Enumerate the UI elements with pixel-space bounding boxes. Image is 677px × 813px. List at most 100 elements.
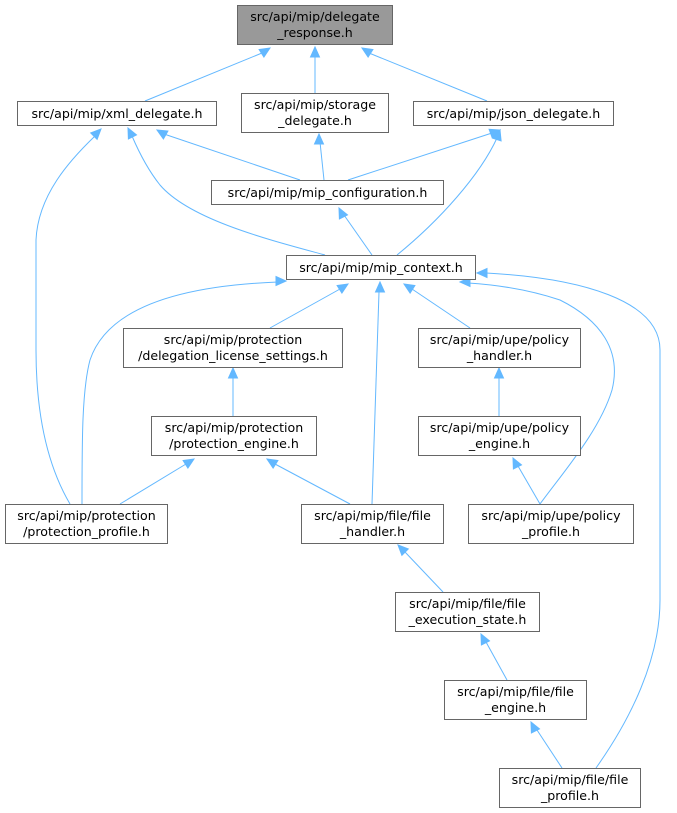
node-line: _profile.h <box>521 524 581 539</box>
node-line: src/api/mip/upe/policy <box>481 508 621 523</box>
edge-line <box>274 463 351 505</box>
edge-mip-context-to-xml-delegate <box>127 126 326 256</box>
node-line: /delegation_license_settings.h <box>138 348 328 363</box>
edge-arrowhead <box>309 45 321 58</box>
edge-upe-policy-handler-to-mip-context <box>402 283 471 329</box>
edge-arrowhead <box>258 47 272 59</box>
edge-storage-delegate-to-delegate-response <box>309 45 321 93</box>
node-line: _engine.h <box>468 436 531 451</box>
edge-arrowhead <box>338 206 349 220</box>
edge-json-delegate-to-delegate-response <box>360 47 488 102</box>
node-line: _delegate.h <box>278 113 352 128</box>
node-line: src/api/mip/file/file <box>409 596 526 611</box>
node-line: src/api/mip/json_delegate.h <box>426 105 601 121</box>
node-upe-policy-profile[interactable]: src/api/mip/upe/policy _profile.h <box>468 504 634 544</box>
node-line: src/api/mip/storage <box>254 97 376 112</box>
node-line: src/api/mip/upe/policy <box>429 332 570 347</box>
edge-file-profile-to-file-engine <box>530 720 563 769</box>
edge-line <box>368 52 488 102</box>
edge-arrowhead <box>530 720 541 734</box>
edge-line <box>396 137 498 256</box>
edge-file-handler-to-protection-engine <box>265 458 351 505</box>
edge-line <box>411 288 471 329</box>
edge-arrowhead <box>374 280 386 293</box>
edge-line <box>485 272 661 769</box>
node-line: src/api/mip/delegate <box>250 9 380 24</box>
edge-line <box>404 551 444 593</box>
edge-arrowhead <box>397 544 410 557</box>
edge-file-profile-to-mip-context <box>475 267 661 769</box>
edge-arrowhead <box>475 267 488 279</box>
edge-arrowhead <box>402 283 416 295</box>
edge-line <box>485 641 508 681</box>
node-line: _engine.h <box>484 700 547 715</box>
edge-arrowhead <box>227 366 239 379</box>
edge-arrowhead <box>336 283 350 295</box>
edge-line <box>319 141 325 181</box>
edge-arrowhead <box>493 366 505 379</box>
edge-arrowhead <box>127 126 138 140</box>
edge-arrowhead <box>512 456 523 470</box>
node-protection-engine[interactable]: src/api/mip/protection /protection_engin… <box>151 416 317 456</box>
node-line: src/api/mip/file/file <box>457 684 574 699</box>
node-line: src/api/mip/file/file <box>314 508 431 523</box>
node-line: src/api/mip/file/file <box>511 772 629 787</box>
node-delegation-license-settings[interactable]: src/api/mip/protection /delegation_licen… <box>123 328 343 368</box>
edge-line <box>35 135 96 505</box>
node-json-delegate[interactable]: src/api/mip/json_delegate.h <box>413 101 614 126</box>
node-line: /protection_profile.h <box>23 524 150 539</box>
node-mip-configuration[interactable]: src/api/mip/mip_configuration.h <box>211 180 444 205</box>
edge-protection-profile-to-protection-engine <box>119 458 196 505</box>
node-protection-profile[interactable]: src/api/mip/protection /protection_profi… <box>5 504 168 544</box>
node-line: src/api/mip/mip_configuration.h <box>227 184 428 200</box>
edge-upe-policy-engine-to-upe-policy-handler <box>493 366 505 416</box>
edge-protection-engine-to-delegation-license-settings <box>227 366 239 416</box>
edge-arrowhead <box>480 632 491 646</box>
edge-line <box>517 465 541 505</box>
edge-xml-delegate-to-delegate-response <box>144 47 272 102</box>
edge-line <box>536 729 563 769</box>
node-mip-context[interactable]: src/api/mip/mip_context.h <box>286 255 476 280</box>
node-line: _profile.h <box>540 788 600 803</box>
edge-file-execution-state-to-file-handler <box>397 544 444 593</box>
edge-line <box>343 214 373 256</box>
edge-arrowhead <box>313 132 325 145</box>
edge-arrowhead <box>491 128 502 142</box>
edge-line <box>371 291 380 505</box>
node-xml-delegate[interactable]: src/api/mip/xml_delegate.h <box>17 101 217 126</box>
edge-line <box>467 282 615 505</box>
node-line: _execution_state.h <box>408 612 527 627</box>
node-line: src/api/mip/protection <box>163 332 303 347</box>
edge-line <box>119 463 187 505</box>
edge-line <box>144 52 263 102</box>
edge-file-handler-to-mip-context <box>371 280 386 505</box>
edge-arrowhead <box>182 458 196 470</box>
node-file-engine[interactable]: src/api/mip/file/file _engine.h <box>444 680 587 720</box>
edge-file-engine-to-file-execution-state <box>480 632 508 681</box>
node-file-profile[interactable]: src/api/mip/file/file _profile.h <box>499 768 641 808</box>
node-upe-policy-engine[interactable]: src/api/mip/upe/policy _engine.h <box>418 416 581 456</box>
node-upe-policy-handler[interactable]: src/api/mip/upe/policy _handler.h <box>418 328 581 368</box>
edge-line <box>163 133 301 181</box>
node-file-execution-state[interactable]: src/api/mip/file/file _execution_state.h <box>395 592 540 632</box>
node-line: _handler.h <box>466 348 533 363</box>
edge-arrowhead <box>265 458 279 470</box>
node-line: _handler.h <box>339 524 406 539</box>
edge-mip-context-to-json-delegate <box>396 128 502 256</box>
node-line: src/api/mip/upe/policy <box>429 420 570 435</box>
edge-mip-configuration-to-json-delegate <box>347 128 502 181</box>
edge-protection-profile-to-mip-context <box>81 275 288 505</box>
edge-arrowhead <box>360 47 374 59</box>
edge-delegation-license-settings-to-mip-context <box>269 283 350 329</box>
edge-line <box>81 281 279 505</box>
node-line: src/api/mip/protection <box>17 508 156 523</box>
node-line: src/api/mip/protection <box>164 420 304 435</box>
edge-protection-profile-to-xml-delegate <box>35 128 102 505</box>
node-storage-delegate[interactable]: src/api/mip/storage _delegate.h <box>241 93 389 133</box>
node-line: _response.h <box>277 25 353 40</box>
edge-arrowhead <box>155 129 169 140</box>
node-delegate-response[interactable]: src/api/mip/delegate _response.h <box>237 5 393 45</box>
node-file-handler[interactable]: src/api/mip/file/file _handler.h <box>301 504 444 544</box>
edge-mip-context-to-mip-configuration <box>338 206 373 256</box>
